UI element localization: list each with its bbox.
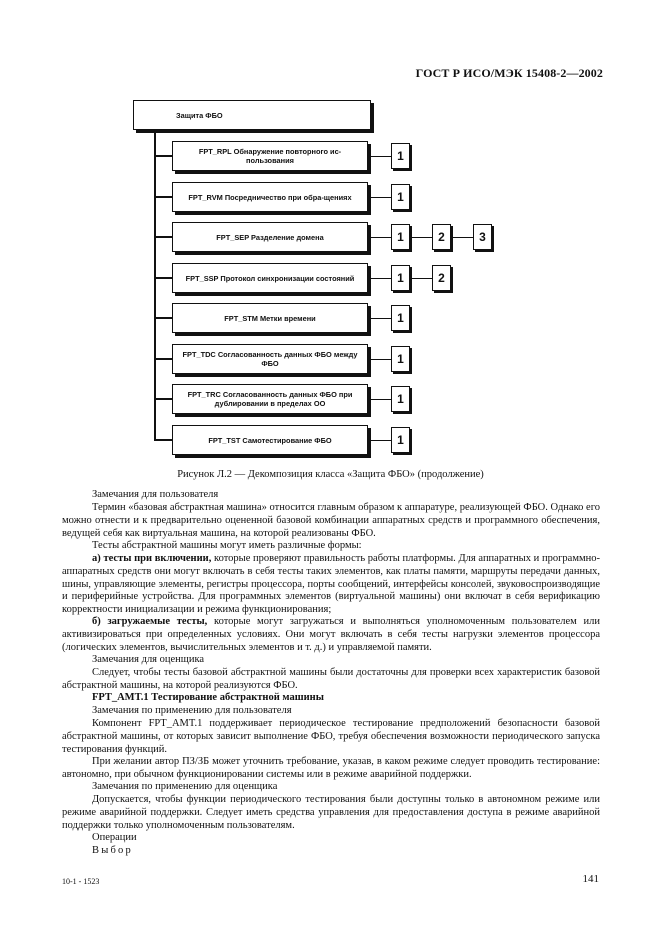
paragraph-sufficiency: Следует, чтобы тесты базовой абстрактной… [62, 667, 600, 691]
level-connector [371, 440, 391, 441]
paragraph-abstract-machine: Термин «базовая абстрактная машина» отно… [62, 502, 600, 539]
component-box: FPT_TDC Согласованность данных ФБО между… [172, 344, 368, 374]
level-connector [371, 399, 391, 400]
level-connector [371, 359, 391, 360]
level-connector [412, 237, 432, 238]
level-box: 1 [391, 427, 410, 453]
level-box: 1 [391, 346, 410, 372]
branch-line [155, 236, 172, 238]
figure-caption: Рисунок Л.2 — Декомпозиция класса «Защит… [177, 469, 484, 480]
operations-title: Операции [92, 832, 137, 843]
level-box: 2 [432, 265, 451, 291]
user-notes-title: Замечания для пользователя [92, 489, 219, 500]
level-connector [371, 197, 391, 198]
level-box: 1 [391, 143, 410, 169]
list-item-a-term: а) тесты при включении, [92, 553, 212, 564]
level-connector [371, 318, 391, 319]
paragraph-component: Компонент FPT_AMT.1 поддерживает периоди… [62, 718, 600, 755]
component-box: FPT_RPL Обнаружение повторного ис-пользо… [172, 141, 368, 171]
branch-line [155, 155, 172, 157]
standard-header: ГОСТ Р ИСО/МЭК 15408-2—2002 [415, 66, 603, 80]
list-item-b: б) загружаемые тесты, которые могут загр… [62, 616, 600, 654]
branch-line [155, 317, 172, 319]
level-box: 1 [391, 386, 410, 412]
level-box: 2 [432, 224, 451, 250]
component-box: FPT_SSP Протокол синхронизации состояний [172, 263, 368, 293]
component-box: FPT_RVM Посредничество при обра-щениях [172, 182, 368, 212]
paragraph-refinement: При желании автор ПЗ/ЗБ может уточнить т… [62, 756, 600, 780]
page-number: 141 [582, 873, 600, 885]
branch-line [155, 398, 172, 400]
choice-title: Выбор [92, 845, 133, 856]
list-item-b-term: б) загружаемые тесты, [92, 616, 208, 627]
component-box: FPT_TST Самотестирование ФБО [172, 425, 368, 455]
level-connector [371, 156, 391, 157]
level-box: 1 [391, 224, 410, 250]
branch-line [155, 277, 172, 279]
paragraph-test-forms: Тесты абстрактной машины могут иметь раз… [92, 540, 362, 551]
paragraph-periodic-testing: Допускается, чтобы функции периодическог… [62, 794, 600, 831]
evaluator-notes-title: Замечания для оценщика [92, 654, 205, 665]
level-connector [453, 237, 473, 238]
component-box: FPT_TRC Согласованность данных ФБО при д… [172, 384, 368, 414]
level-box: 1 [391, 305, 410, 331]
level-connector [412, 278, 432, 279]
component-box: FPT_SEP Разделение домена [172, 222, 368, 252]
class-root-box: Защита ФБО [133, 100, 371, 130]
branch-line [155, 439, 172, 441]
branch-line [155, 196, 172, 198]
trunk-line [154, 130, 156, 441]
level-connector [371, 237, 391, 238]
level-box: 3 [473, 224, 492, 250]
section-title-fpt-amt1: FPT_AMT.1 Тестирование абстрактной машин… [92, 692, 324, 703]
level-box: 1 [391, 184, 410, 210]
level-box: 1 [391, 265, 410, 291]
list-item-a: а) тесты при включении, которые проверяю… [62, 553, 600, 617]
branch-line [155, 358, 172, 360]
print-code: 10-1 - 1523 [62, 877, 100, 886]
application-evaluator-title: Замечания по применению для оценщика [92, 781, 278, 792]
component-box: FPT_STM Метки времени [172, 303, 368, 333]
list-item-a-text: которые проверяют правильность работы пл… [62, 553, 600, 616]
level-connector [371, 278, 391, 279]
list-item-b-text: которые могут загружаться и выполняться … [62, 616, 600, 653]
application-user-title: Замечания по применению для пользователя [92, 705, 292, 716]
